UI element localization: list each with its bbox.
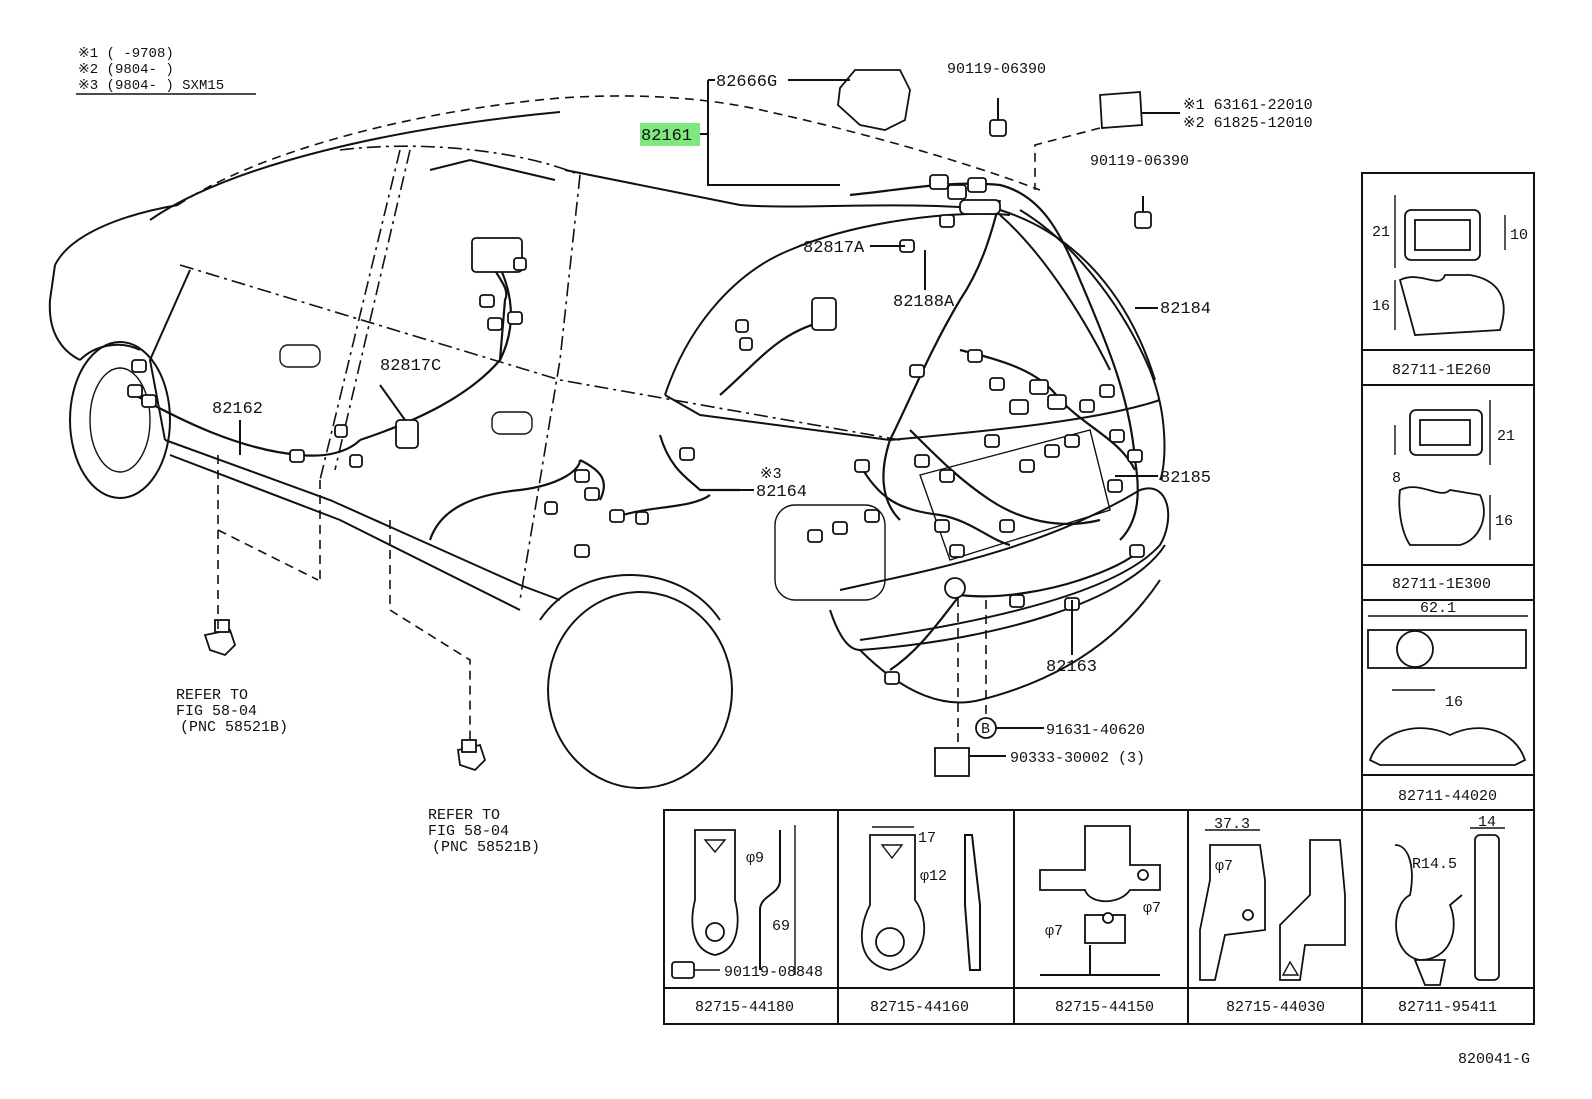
- svg-text:※3 (9804- ) SXM15: ※3 (9804- ) SXM15: [78, 78, 224, 94]
- label-63161-22010: ※1 63161-22010: [1183, 97, 1313, 114]
- label-82164: 82164: [756, 483, 807, 502]
- label-90333-30002: 90333-30002 (3): [1010, 750, 1145, 767]
- label-plate-icon: [1099, 91, 1143, 129]
- panel3-part: 82711-44020: [1398, 788, 1497, 805]
- bottom5-dim-1: 14: [1478, 814, 1496, 831]
- component-82817C: [395, 419, 419, 449]
- panel1-dim-3: 16: [1372, 298, 1390, 315]
- side-detail-panels: 21 10 16 82711-1E260 21 8 16 82711-1E300…: [1361, 172, 1535, 811]
- panel-82711-44020: 62.1 16 82711-44020: [1367, 600, 1528, 805]
- note-2-text: (9804- ): [107, 62, 174, 78]
- panel2-part: 82711-1E300: [1392, 576, 1491, 593]
- panel3-dim-2: 16: [1445, 694, 1463, 711]
- highlight-82161: [640, 123, 700, 146]
- note-3-text: (9804- ) SXM15: [107, 78, 225, 94]
- bottom5-part: 82711-95411: [1398, 999, 1497, 1016]
- figure-code: 820041-G: [1458, 1051, 1530, 1068]
- refer-1-line-1: REFER TO: [176, 687, 248, 704]
- refer-2-line-3: (PNC 58521B): [432, 839, 540, 856]
- variant-notes: ※1 ( -9708) ※2 (9804- ) ※3 (9804- ) SXM1…: [76, 46, 256, 95]
- screw-icon: [671, 961, 695, 979]
- bottom3-part: 82715-44150: [1055, 999, 1154, 1016]
- bottom1-dim-1: φ9: [746, 850, 764, 867]
- wire-harnesses: [134, 182, 1141, 671]
- bottom2-dim-2: φ12: [920, 868, 947, 885]
- panel1-part: 82711-1E260: [1392, 362, 1491, 379]
- label-82817C: 82817C: [380, 357, 441, 376]
- component-82817A: [811, 297, 837, 331]
- panel-82711-1E300: 21 8 16 82711-1E300: [1392, 400, 1515, 593]
- label-90119-06390-b: 90119-06390: [1090, 153, 1189, 170]
- label-82164-note: ※3: [760, 466, 782, 483]
- spacer-block-icon: [934, 747, 970, 777]
- bottom4-dim-1: 37.3: [1214, 816, 1250, 833]
- note-2-mark: ※2: [78, 62, 98, 78]
- note-1-mark: ※1: [78, 46, 98, 62]
- panel-82715-44180: φ9 69 90119-08848 82715-44180: [671, 825, 823, 1016]
- callout-labels: 82666G 82161 90119-06390 90119-06390 ※1 …: [176, 61, 1313, 856]
- clamp-icon: [203, 619, 237, 657]
- bottom5-dim-2: R14.5: [1412, 856, 1457, 873]
- panel-82715-44030: 37.3 φ7 82715-44030: [1199, 816, 1346, 1016]
- label-82162: 82162: [212, 400, 263, 419]
- label-82163: 82163: [1046, 658, 1097, 677]
- component-82666G: [837, 69, 911, 131]
- panel2-dim-2: 8: [1392, 470, 1401, 487]
- label-91631-mark: B: [981, 721, 990, 738]
- label-82188A: 82188A: [893, 293, 955, 312]
- panel2-dim-3: 16: [1495, 513, 1513, 530]
- bottom2-dim-1: 17: [918, 830, 936, 847]
- vehicle-body: [48, 95, 1170, 789]
- bolt-icon: [1134, 196, 1152, 229]
- bottom4-part: 82715-44030: [1226, 999, 1325, 1016]
- bottom-detail-panels: φ9 69 90119-08848 82715-44180 17 φ12 827…: [663, 809, 1535, 1025]
- panel-82711-95411: 14 R14.5 82711-95411: [1394, 814, 1505, 1016]
- bottom3-dim-1: φ7: [1045, 923, 1063, 940]
- refer-2-line-2: FIG 58-04: [428, 823, 509, 840]
- panel-82711-1E260: 21 10 16 82711-1E260: [1372, 195, 1528, 379]
- bottom4-dim-2: φ7: [1215, 858, 1233, 875]
- svg-text:※1 ( -9708): ※1 ( -9708): [78, 46, 174, 62]
- bolt-icon: [989, 98, 1007, 137]
- bottom3-dim-2: φ7: [1143, 900, 1161, 917]
- panel-82715-44150: φ7 φ7 82715-44150: [1039, 825, 1161, 1016]
- label-82817A: 82817A: [803, 239, 865, 258]
- refer-1-line-2: FIG 58-04: [176, 703, 257, 720]
- label-82161: 82161: [641, 127, 692, 146]
- refer-1-line-3: (PNC 58521B): [180, 719, 288, 736]
- svg-text:※2 (9804- ): ※2 (9804- ): [78, 62, 174, 78]
- label-91631-40620: 91631-40620: [1046, 722, 1145, 739]
- panel2-dim-1: 21: [1497, 428, 1515, 445]
- bottom1-part: 82715-44180: [695, 999, 794, 1016]
- bottom1-dim-2: 69: [772, 918, 790, 935]
- label-82666G: 82666G: [716, 73, 777, 92]
- refer-2-line-1: REFER TO: [428, 807, 500, 824]
- clamp-icon: [456, 739, 487, 772]
- bottom2-part: 82715-44160: [870, 999, 969, 1016]
- panel1-dim-1: 21: [1372, 224, 1390, 241]
- label-61825-12010: ※2 61825-12010: [1183, 115, 1313, 132]
- note-1-text: ( -9708): [107, 46, 174, 62]
- panel3-dim-1: 62.1: [1420, 600, 1456, 617]
- panel1-dim-2: 10: [1510, 227, 1528, 244]
- bottom1-extra: 90119-08848: [724, 964, 823, 981]
- label-82185: 82185: [1160, 469, 1211, 488]
- note-3-mark: ※3: [78, 78, 98, 94]
- connectors: [127, 69, 1152, 777]
- leader-lines: [217, 79, 1180, 757]
- label-82184: 82184: [1160, 300, 1211, 319]
- label-90119-06390-a: 90119-06390: [947, 61, 1046, 78]
- panel-82715-44160: 17 φ12 82715-44160: [861, 826, 981, 1016]
